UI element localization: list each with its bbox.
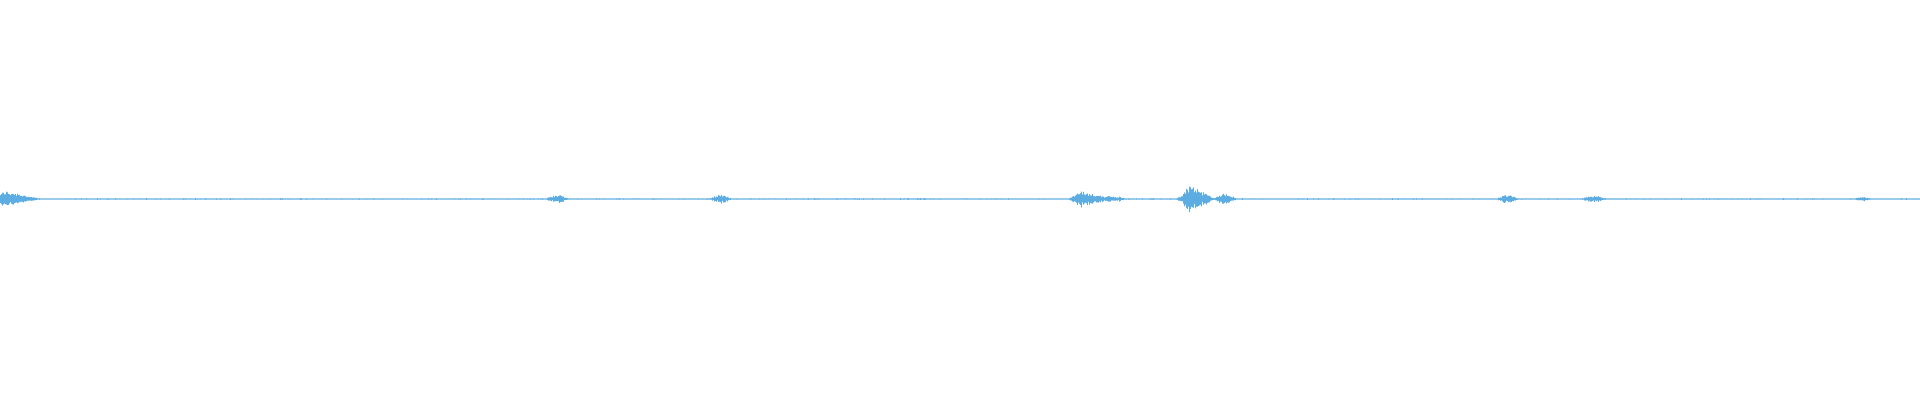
waveform-trace: [0, 186, 1920, 213]
